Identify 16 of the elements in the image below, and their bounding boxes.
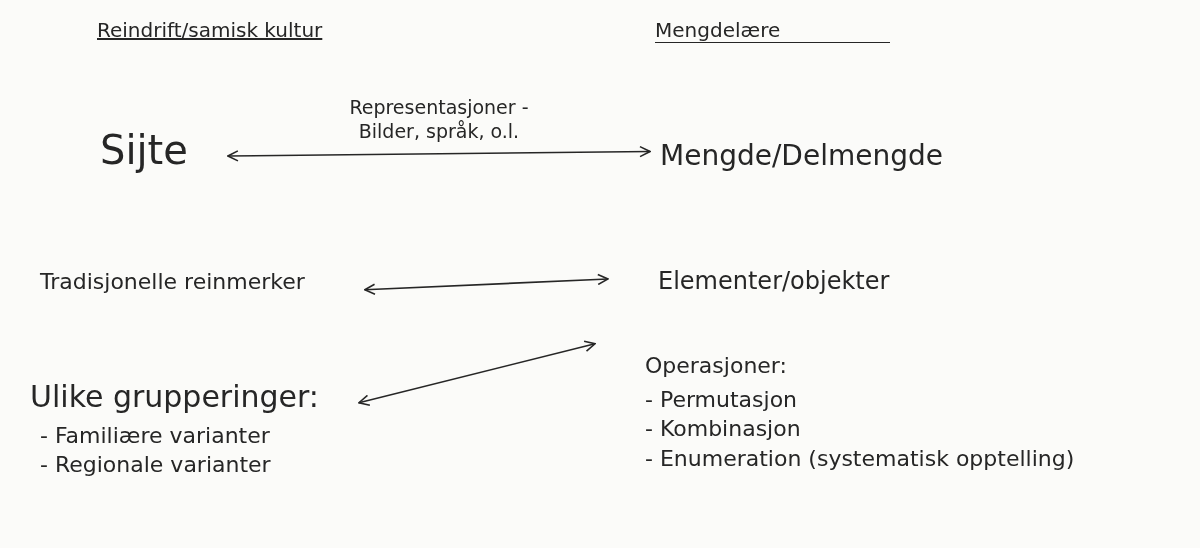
list-item: - Permutasjon <box>645 385 799 413</box>
double-arrow <box>227 145 651 162</box>
list-item: - Regionale varianter <box>39 451 272 479</box>
concept-text: Mengde/Delmengde <box>660 138 943 173</box>
concept-text: Elementer/objekter <box>658 266 890 296</box>
double-arrow <box>363 273 609 296</box>
list-item: - Kombinasjon <box>645 415 802 443</box>
concept-text: Operasjoner: <box>645 352 788 380</box>
list-item: - Enumeration (systematisk opptelling) <box>645 444 1075 472</box>
column-heading: Mengdelære <box>655 18 891 43</box>
list-item: - Familiære varianter <box>39 421 271 449</box>
concept-text: Ulike grupperinger: <box>30 378 319 416</box>
concept-text: Sijte <box>100 126 188 175</box>
column-heading: Reindrift/samisk kultur <box>97 18 323 42</box>
double-arrow <box>358 340 596 406</box>
concept-text: Tradisjonelle reinmerker <box>40 268 305 296</box>
